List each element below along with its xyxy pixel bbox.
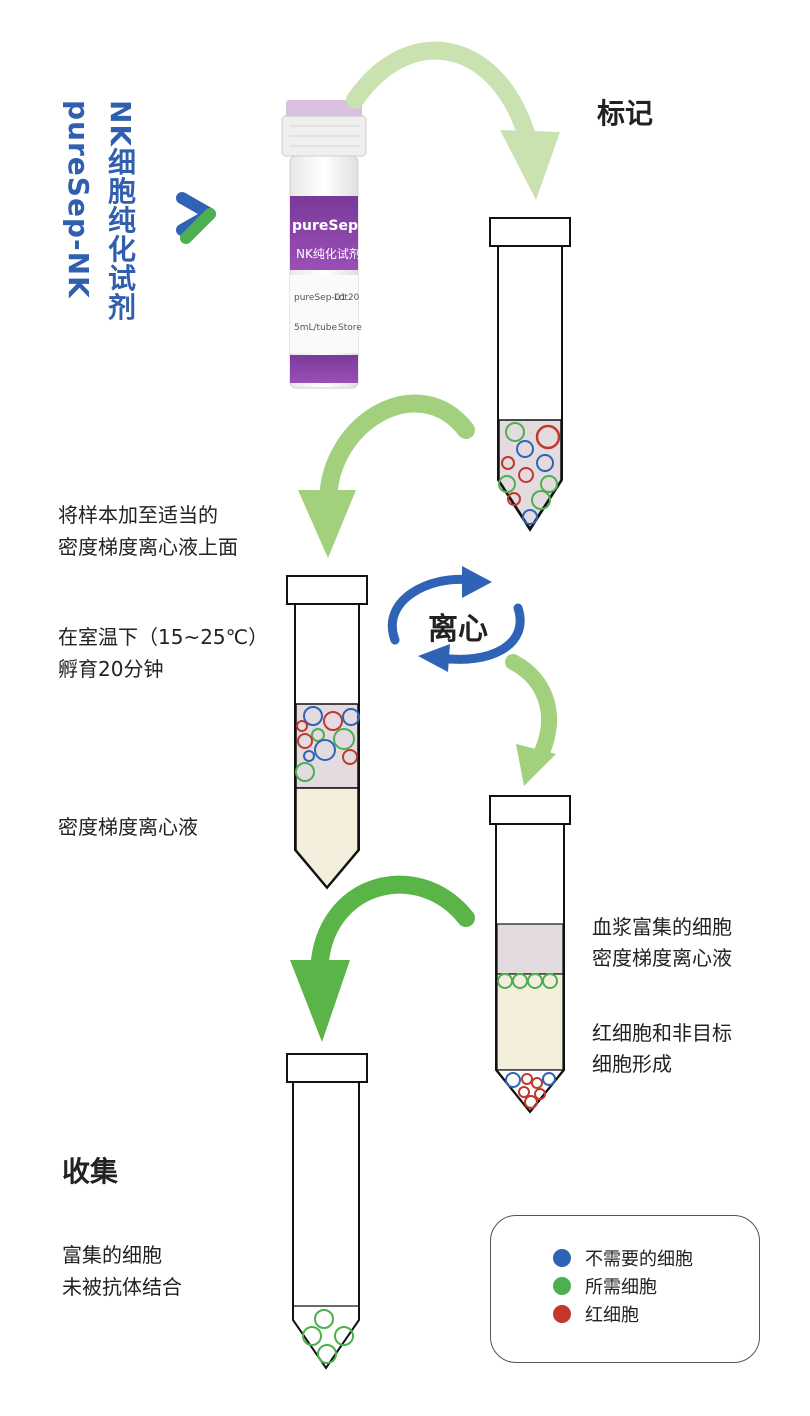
- legend-label: 红细胞: [585, 1305, 639, 1326]
- step-collect-label: 收集: [62, 1155, 119, 1188]
- green-dot-icon: [553, 1277, 571, 1295]
- legend-item-unwanted: 不需要的细胞: [553, 1246, 693, 1270]
- density-medium-label: 密度梯度离心液: [58, 815, 198, 839]
- tube-labelled: [489, 217, 571, 532]
- legend-box: 不需要的细胞 所需细胞 红细胞: [490, 1215, 760, 1363]
- bottle-brand: pureSep-NK: [292, 218, 388, 234]
- enriched-line2: 未被抗体结合: [62, 1275, 182, 1299]
- bottle-subtitle: NK纯化试剂: [296, 246, 361, 261]
- arrow-add-sample-icon: [298, 394, 475, 558]
- after-spin-bottom-line1: 红细胞和非目标: [592, 1021, 732, 1045]
- add-sample-line1: 将样本加至适当的: [58, 503, 218, 527]
- add-sample-line2: 密度梯度离心液上面: [58, 535, 238, 559]
- enriched-line1: 富集的细胞: [62, 1243, 162, 1267]
- legend-label: 所需细胞: [585, 1277, 657, 1298]
- centrifuge-label: 离心: [428, 612, 488, 647]
- chevron-logo-icon: [176, 192, 216, 244]
- bottle-cat: pureSep-01: [294, 293, 346, 303]
- bottle-lot: Lot20: [334, 293, 360, 303]
- after-spin-bottom-line2: 细胞形成: [592, 1052, 672, 1076]
- arrow-centrifuge-icon: [505, 654, 558, 786]
- tube-collected: [286, 1053, 368, 1370]
- tube-separated: [489, 795, 571, 1114]
- legend-label: 不需要的细胞: [585, 1249, 693, 1270]
- centrifuge-rotate-icon: [388, 566, 525, 672]
- tube-layered: [286, 575, 368, 890]
- incubate-line2: 孵育20分钟: [58, 657, 164, 681]
- arrow-mark-step-icon: [346, 41, 560, 200]
- incubate-line1: 在室温下（15~25℃）: [58, 625, 269, 649]
- bottle-store: Store: [338, 323, 362, 333]
- step-mark-label: 标记: [597, 97, 654, 130]
- reagent-bottle: [281, 100, 367, 389]
- after-spin-top-line2: 密度梯度离心液: [592, 946, 732, 970]
- red-dot-icon: [553, 1305, 571, 1323]
- arrow-collect-icon: [290, 875, 475, 1042]
- legend-item-wanted: 所需细胞: [553, 1274, 657, 1298]
- bottle-volume: 5mL/tube: [294, 323, 337, 333]
- product-title-line2: pureSep-NK: [62, 100, 95, 299]
- after-spin-top-line1: 血浆富集的细胞: [592, 915, 732, 939]
- blue-dot-icon: [553, 1249, 571, 1267]
- legend-item-rbc: 红细胞: [553, 1302, 639, 1326]
- product-title-line1: NK细胞纯化试剂: [104, 100, 137, 322]
